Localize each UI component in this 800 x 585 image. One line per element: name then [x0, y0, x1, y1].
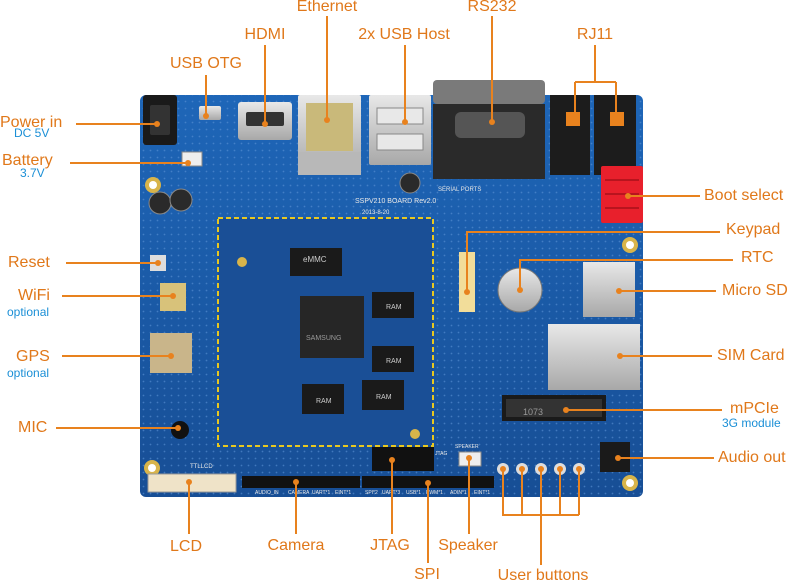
leader-rj11 — [574, 45, 617, 122]
power-jack — [143, 95, 177, 145]
capacitors — [148, 172, 421, 215]
mpcie-code-text: 1073 — [523, 407, 543, 417]
label-rj11: RJ11 — [576, 26, 614, 43]
usb-host-connector — [369, 95, 431, 165]
sublabel-power-in: DC 5V — [14, 126, 50, 140]
label-jtag: JTAG — [370, 537, 410, 554]
leader-keypad — [466, 231, 720, 292]
rs232-connector — [433, 80, 545, 179]
label-keypad: Keypad — [726, 221, 781, 238]
camera-silk-text: CAMERA — [288, 490, 310, 496]
label-mpcie: mPCIe — [730, 400, 779, 417]
jtag-header — [372, 447, 434, 471]
label-boot-select: Boot select — [704, 187, 784, 204]
core-module — [217, 217, 434, 447]
label-lcd: LCD — [169, 538, 203, 555]
label-hdmi: HDMI — [244, 26, 286, 43]
board-silkscreen: eMMC SAMSUNG RAM RAM RAM RAM SSPV210 BOA… — [190, 187, 543, 496]
label-sim-card: SIM Card — [717, 347, 785, 364]
usb1-text: USB*1 — [406, 490, 421, 496]
sublabel-wifi: optional — [7, 305, 50, 319]
mpcie-slot — [502, 395, 606, 421]
ram-text: RAM — [386, 304, 402, 311]
label-battery: Battery — [2, 152, 53, 169]
board-name-text: SSPV210 BOARD Rev2.0 — [355, 198, 436, 205]
ttl-lcd-text: TTLLCD — [190, 464, 213, 470]
lcd-connector — [147, 473, 237, 493]
label-power-in: Power in — [0, 114, 63, 131]
eint1-text: EINT*1 — [335, 490, 351, 496]
ram-text: RAM — [386, 358, 402, 365]
label-speaker: Speaker — [438, 537, 498, 554]
label-micro-sd: Micro SD — [722, 282, 788, 299]
leader-user-buttons — [502, 469, 580, 565]
label-wifi: WiFi — [18, 287, 50, 304]
ethernet-jack — [298, 95, 361, 175]
label-mic: MIC — [18, 419, 48, 436]
label-spi: SPI — [414, 566, 440, 583]
cpu-text: SAMSUNG — [306, 335, 341, 342]
eint1-text: EINT*1 — [474, 490, 490, 496]
leader-rtc — [519, 259, 733, 290]
adin-text: ADIN*1 — [450, 490, 467, 496]
jtag-silk-text: JTAG — [435, 451, 448, 457]
label-user-buttons: User buttons — [497, 567, 589, 584]
pwm1-text: PWM*1 — [426, 490, 443, 496]
label-audio-out: Audio out — [718, 449, 786, 466]
ram-text: RAM — [376, 394, 392, 401]
label-rtc: RTC — [741, 249, 774, 266]
sublabel-gps: optional — [7, 366, 50, 380]
ram-text: RAM — [316, 398, 332, 405]
serial-ports-text: SERIAL PORTS — [438, 187, 481, 193]
label-usb-otg: USB OTG — [169, 55, 243, 72]
leader-lines — [56, 16, 733, 565]
boot-select-switch — [601, 166, 643, 223]
camera-header — [242, 476, 360, 488]
microsd-slot — [583, 262, 635, 317]
label-camera: Camera — [267, 537, 325, 554]
label-gps: GPS — [16, 348, 50, 365]
sublabel-battery: 3.7V — [20, 166, 45, 180]
uart1-text: UART*1 — [312, 490, 330, 496]
label-usb-host: 2x USB Host — [358, 26, 450, 43]
sublabel-mpcie: 3G module — [722, 416, 781, 430]
audio-in-text: AUDIO_IN — [255, 490, 279, 496]
speaker-silk-text: SPEAKER — [455, 444, 479, 450]
usb-otg-connector — [199, 106, 221, 120]
board-date-text: 2013-8-20 — [362, 210, 390, 216]
label-rs232: RS232 — [467, 0, 517, 15]
emmc-text: eMMC — [303, 255, 327, 264]
label-reset: Reset — [8, 254, 50, 271]
label-ethernet: Ethernet — [296, 0, 358, 15]
spi2-text: SPI*2 — [365, 490, 378, 496]
